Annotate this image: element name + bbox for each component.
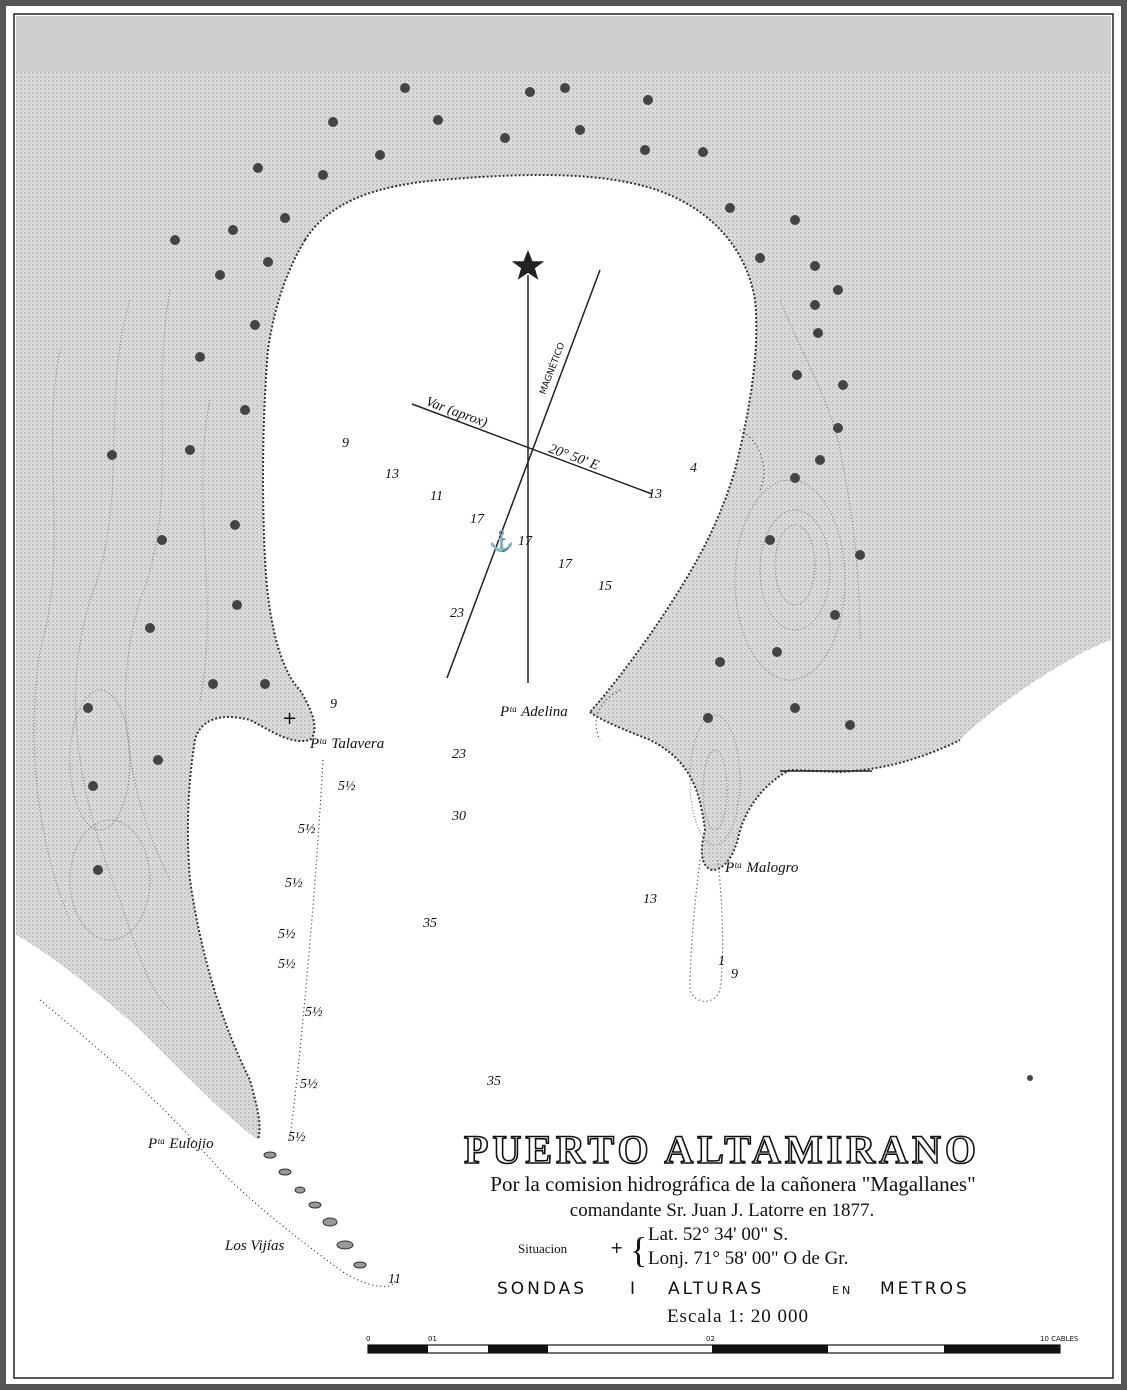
- place-vijias: Los Vijías: [224, 1238, 284, 1254]
- map-subtitle-2: comandante Sr. Juan J. Latorre en 1877.: [570, 1200, 874, 1221]
- sondas-word: SONDAS: [497, 1279, 587, 1299]
- east-coastline: [589, 711, 961, 872]
- sounding: 15: [598, 579, 612, 594]
- sounding: 35: [486, 1074, 501, 1089]
- scale-tick: 10 CABLES: [1040, 1335, 1079, 1343]
- latitude: Lat. 52° 34' 00" S.: [648, 1224, 788, 1245]
- alturas-word: ALTURAS: [668, 1279, 764, 1299]
- en-word: EN: [832, 1284, 853, 1297]
- open-sea: [16, 640, 1111, 1376]
- variation-line: [411, 403, 653, 495]
- harbor-coastline: [304, 174, 758, 713]
- scale-tick: 01: [428, 1335, 437, 1343]
- compass-rose: [411, 249, 872, 772]
- sounding: 9: [330, 697, 337, 712]
- sounding: 17: [518, 534, 533, 549]
- sounding: 5½: [288, 1130, 306, 1145]
- scale-bar: 0 01 02 10 CABLES: [366, 1335, 1079, 1354]
- terrain-marks: [83, 83, 1033, 1081]
- sounding: 5½: [305, 1005, 323, 1020]
- map-title: PUERTO ALTAMIRANO: [464, 1127, 980, 1172]
- position-cross-icon: +: [282, 708, 297, 729]
- sounding: 5½: [300, 1077, 318, 1092]
- sounding: 13: [648, 487, 662, 502]
- place-adelina: Pᵗᵃ Adelina: [499, 704, 568, 720]
- sounding: 5½: [338, 779, 356, 794]
- place-names: Pᵗᵃ Talavera Pᵗᵃ Adelina Pᵗᵃ Malogro Pᵗᵃ…: [147, 704, 799, 1254]
- longitude: Lonj. 71° 58' 00" O de Gr.: [648, 1248, 848, 1269]
- map-inner-border: [13, 13, 1114, 1379]
- shoal-lines: [39, 429, 765, 1288]
- north-star-icon: [511, 249, 545, 280]
- scale-tick: 0: [366, 1335, 370, 1343]
- situacion-label: Situacion: [518, 1241, 568, 1256]
- sounding: 23: [450, 606, 464, 621]
- sounding: 5½: [285, 876, 303, 891]
- sounding: 13: [385, 467, 399, 482]
- west-contours: [33, 289, 211, 1011]
- escala-label: Escala 1: 20 000: [667, 1306, 809, 1327]
- place-eulojio: Pᵗᵃ Eulojio: [147, 1136, 214, 1152]
- sondas-i: I: [630, 1279, 638, 1299]
- sounding: 13: [643, 892, 657, 907]
- place-malogro: Pᵗᵃ Malogro: [724, 860, 799, 876]
- map-subtitle-1: Por la comision hidrográfica de la cañon…: [490, 1172, 975, 1196]
- west-coastline: [186, 239, 316, 1141]
- sounding: 35: [422, 916, 437, 931]
- sounding: 17: [470, 512, 485, 527]
- sounding: 11: [388, 1272, 401, 1287]
- scale-tick: 02: [706, 1335, 715, 1343]
- soundings: 9 13 11 17 17 17 15 23 13 4 9 23 30 35 1…: [278, 436, 738, 1287]
- magnetic-north-line: [446, 269, 601, 679]
- sondas-line: SONDAS I ALTURAS EN METROS: [497, 1279, 970, 1299]
- situacion-brace: {: [630, 1230, 647, 1270]
- sounding: 1: [718, 954, 725, 969]
- sounding: 5½: [298, 822, 316, 837]
- sounding: 5½: [278, 927, 296, 942]
- islets: [263, 1151, 367, 1269]
- east-contours: [689, 299, 861, 846]
- sounding: 9: [731, 967, 738, 982]
- sounding: 23: [452, 747, 466, 762]
- anchor-icon: ⚓: [489, 529, 514, 553]
- land-area: [16, 72, 1111, 1140]
- sounding: 9: [342, 436, 349, 451]
- situacion-cross-icon: +: [610, 1238, 623, 1257]
- harbor-water: [263, 175, 757, 740]
- sounding: 4: [690, 461, 697, 476]
- sounding: 30: [451, 809, 466, 824]
- sounding: 11: [430, 489, 443, 504]
- sounding: 17: [558, 557, 573, 572]
- place-talavera: Pᵗᵃ Talavera: [309, 736, 384, 752]
- sounding: 5½: [278, 957, 296, 972]
- metros-word: METROS: [880, 1279, 970, 1299]
- top-shaded-strip: [16, 16, 1111, 72]
